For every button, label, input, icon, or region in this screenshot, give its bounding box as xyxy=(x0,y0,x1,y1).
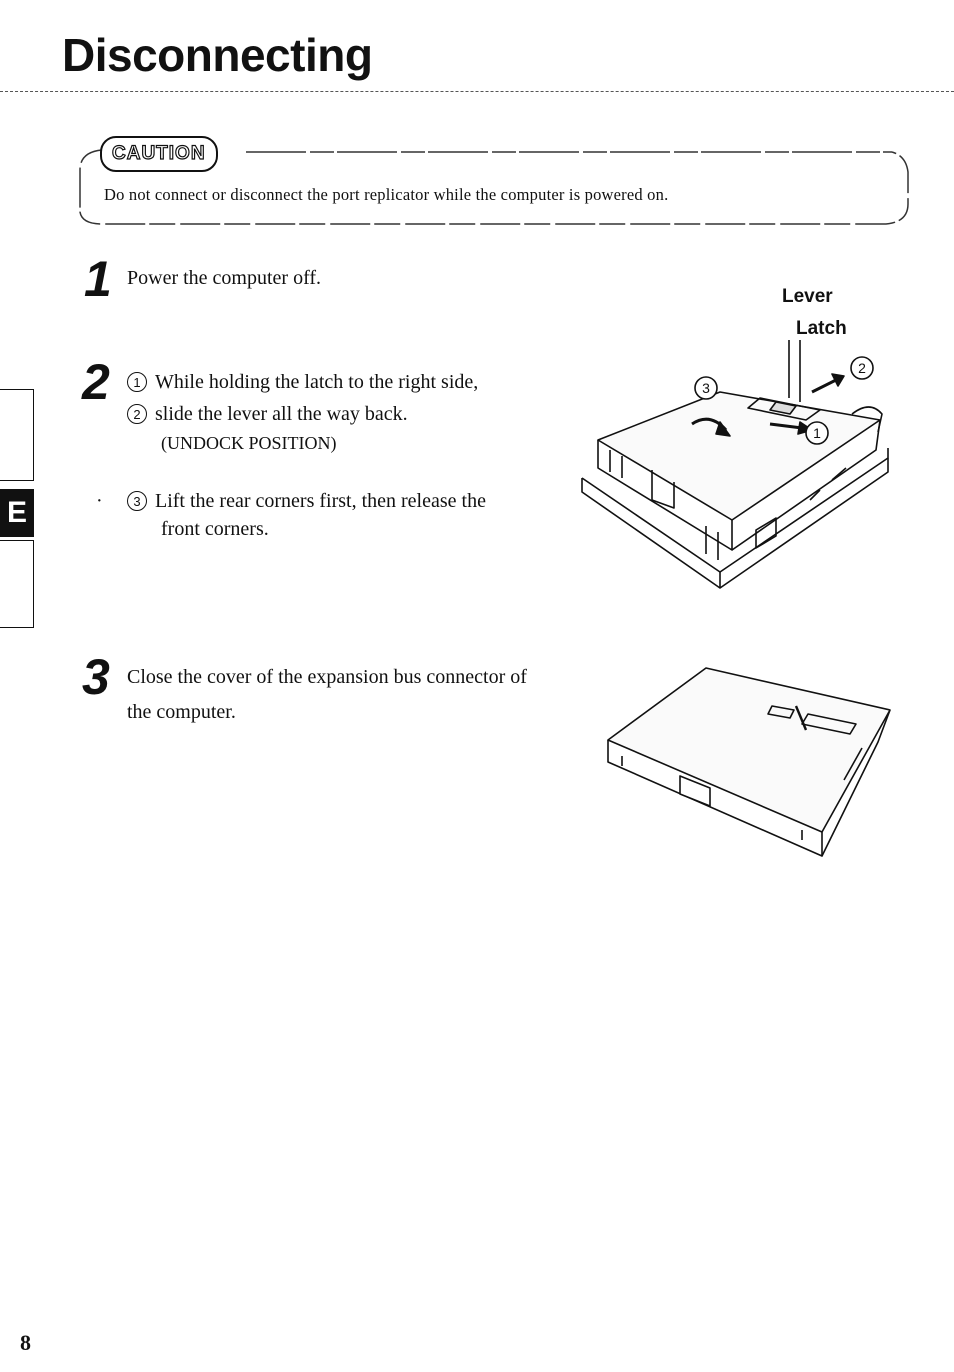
figure-marker-1-label: 1 xyxy=(813,425,821,441)
step-2-item-1: 1 While holding the latch to the right si… xyxy=(127,366,478,398)
step-1-text: Power the computer off. xyxy=(127,267,322,289)
undock-position-note: (UNDOCK POSITION) xyxy=(161,433,337,453)
page-number: 8 xyxy=(20,1330,31,1355)
caution-frame xyxy=(79,149,909,225)
figure-marker-2-label: 2 xyxy=(858,360,866,376)
computer-cover-illustration xyxy=(607,667,891,857)
step-2-number: 2 xyxy=(82,354,110,410)
marker-2: 2 xyxy=(127,404,147,424)
step-3-number: 3 xyxy=(82,649,110,705)
step-3-text-line-2: the computer. xyxy=(127,701,236,723)
caution-text: Do not connect or disconnect the port re… xyxy=(104,185,669,204)
step-1-number: 1 xyxy=(84,251,112,307)
bullet-dot: · xyxy=(96,490,103,512)
latch-callout: Latch xyxy=(796,318,847,339)
figure-marker-2: 2 xyxy=(850,356,874,380)
step-3-text-line-1: Close the cover of the expansion bus con… xyxy=(127,666,527,688)
title-divider xyxy=(0,91,954,92)
section-tab-e: E xyxy=(0,489,34,537)
step-2-item-2: 2 slide the lever all the way back. xyxy=(127,398,408,430)
figure-marker-1: 1 xyxy=(805,421,829,445)
step-2-item-3-text: Lift the rear corners first, then releas… xyxy=(155,490,486,512)
section-tab-lower xyxy=(0,540,34,628)
figure-marker-3-label: 3 xyxy=(702,380,710,396)
step-2-item-1-text: While holding the latch to the right sid… xyxy=(155,371,479,393)
step-2-item-3-continued: front corners. xyxy=(161,518,269,540)
undock-illustration: 3 2 1 xyxy=(581,340,889,589)
marker-3: 3 xyxy=(127,491,147,511)
marker-1: 1 xyxy=(127,372,147,392)
step-2-item-3: 3 Lift the rear corners first, then relea… xyxy=(127,485,486,517)
section-tab-upper xyxy=(0,389,34,481)
lever-callout: Lever xyxy=(782,286,833,307)
figure-marker-3: 3 xyxy=(694,376,718,400)
caution-badge: CAUTION xyxy=(100,136,218,172)
step-2-item-2-text: slide the lever all the way back. xyxy=(155,403,408,425)
page-title: Disconnecting xyxy=(62,29,373,81)
